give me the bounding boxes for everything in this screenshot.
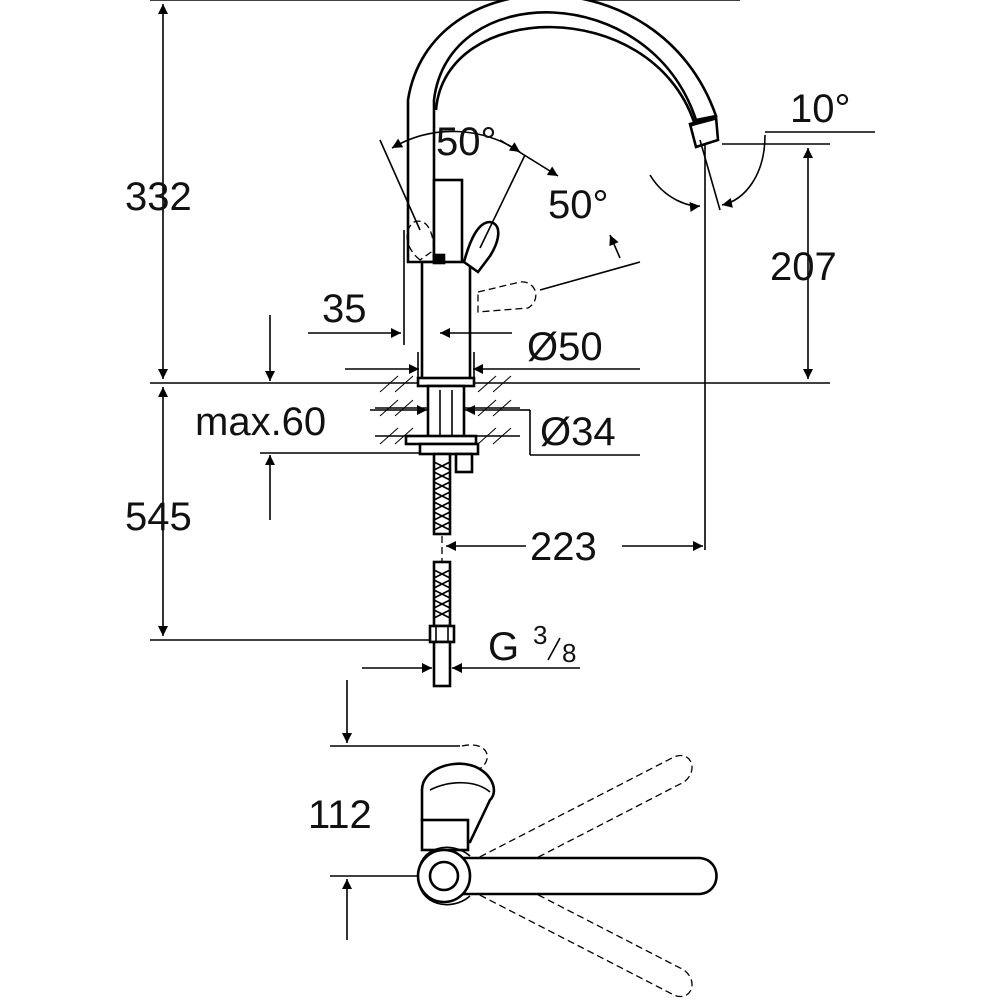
dimension-207: 207 — [770, 148, 837, 379]
dimension-diameter-50: Ø50 — [345, 325, 640, 378]
dimension-332: 332 — [125, 3, 192, 379]
dim-332-label: 332 — [125, 175, 192, 219]
dimension-diameter-34: Ø34 — [370, 405, 640, 456]
spout-tilt-label: 10° — [790, 87, 851, 131]
faucet-body — [420, 260, 472, 382]
top-view-spout — [448, 856, 718, 896]
thread-fraction-denominator: 8 — [562, 638, 576, 668]
dimension-35: 35 — [308, 230, 512, 345]
dim-35-label: 35 — [322, 287, 367, 331]
faucet-side-view — [404, 0, 720, 688]
lever-angle-right-label: 50° — [548, 183, 609, 227]
dim-max60-label: max.60 — [195, 400, 326, 444]
lever-angle-left-label: 50° — [436, 120, 497, 164]
dim-545-label: 545 — [125, 495, 192, 539]
spout — [406, 0, 718, 264]
mounting-shank — [426, 384, 466, 442]
dim-207-label: 207 — [770, 245, 837, 289]
dim-223-label: 223 — [530, 525, 597, 569]
thread-fraction-numerator: 3 — [533, 620, 547, 650]
dim-diameter-34-label: Ø34 — [540, 410, 616, 454]
dim-112-label: 112 — [308, 793, 372, 837]
dimension-lever-angle-left: 50° — [379, 120, 526, 249]
dimension-223: 223 — [446, 520, 703, 569]
dimension-spout-tilt: 10° — [649, 87, 875, 550]
dimension-max60: max.60 — [195, 315, 420, 520]
dim-diameter-50-label: Ø50 — [527, 325, 603, 369]
dimension-lever-angle-right: 50° — [499, 139, 641, 291]
thread-g-label: G — [488, 625, 519, 669]
dimension-545: 545 — [125, 387, 192, 636]
faucet-top-view: 112 — [308, 680, 718, 998]
dimension-thread-g38: G 3 8 — [362, 620, 580, 673]
hose-nut — [428, 624, 456, 644]
reference-lines — [150, 0, 830, 641]
